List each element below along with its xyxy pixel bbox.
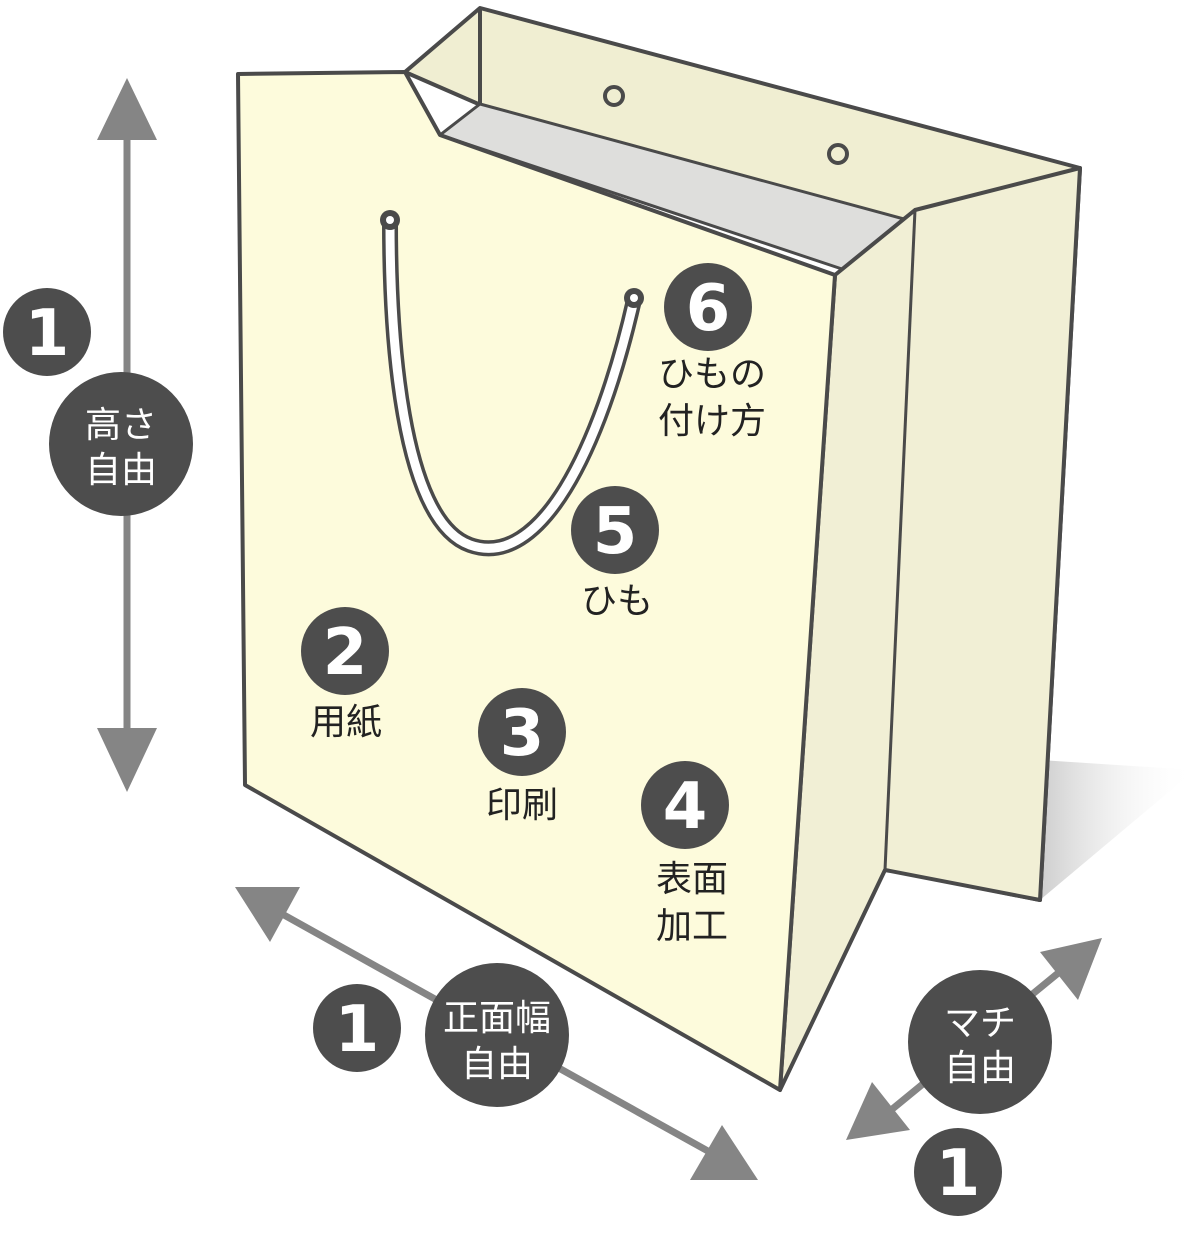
width-label-line1: 正面幅: [443, 998, 551, 1039]
finish-label-line2: 加工: [656, 906, 728, 947]
handle-rope: [385, 217, 639, 553]
handle-attach-label-line2: 付け方: [658, 401, 766, 442]
handle-label: ひも: [581, 581, 653, 622]
paper-label: 用紙: [310, 702, 382, 743]
paper-number: 2: [323, 616, 368, 690]
handle-attach-badge: [664, 263, 752, 351]
width-number-badge: [313, 984, 401, 1072]
finish-label-line1: 表面: [656, 859, 728, 900]
bag-shadow: [1040, 760, 1195, 900]
finish-badge: [641, 761, 729, 849]
gusset-label-badge: [908, 970, 1052, 1114]
height-label-line2: 自由: [85, 450, 157, 491]
finish-number: 4: [663, 770, 708, 844]
width-label-badge: [425, 963, 569, 1107]
front-handle-holes: [380, 210, 644, 308]
handle-attach-number: 6: [686, 272, 731, 346]
gusset-label-line1: マチ: [944, 1003, 1016, 1044]
gusset-bottom-line: [778, 869, 887, 1091]
printing-label: 印刷: [486, 785, 558, 826]
height-label-badge: [49, 372, 193, 516]
handle-number: 5: [593, 495, 638, 569]
paper-badge: [301, 607, 389, 695]
handle-badge: [571, 486, 659, 574]
height-number: 1: [25, 297, 70, 371]
handle-attach-label-line1: ひもの: [658, 354, 766, 395]
gusset-number-badge: [914, 1128, 1002, 1216]
gusset-label-line2: 自由: [944, 1048, 1016, 1089]
printing-badge: [478, 688, 566, 776]
back-handle-holes: [603, 85, 849, 165]
width-number: 1: [335, 993, 380, 1067]
width-label-line2: 自由: [461, 1044, 533, 1085]
printing-number: 3: [500, 697, 545, 771]
gusset-number: 1: [936, 1137, 981, 1211]
gusset-fold-line: [883, 209, 917, 871]
height-label-line1: 高さ: [85, 405, 157, 446]
height-number-badge: [3, 288, 91, 376]
